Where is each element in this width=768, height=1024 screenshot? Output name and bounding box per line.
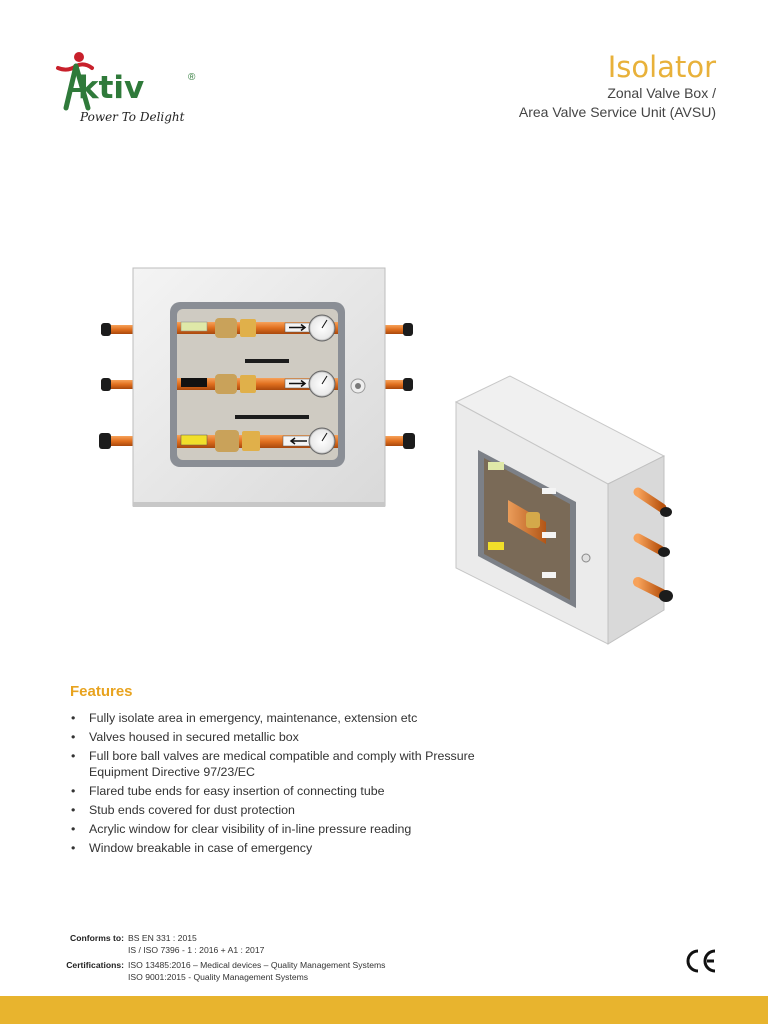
certification-value: ISO 13485:2016 – Medical devices – Quali… bbox=[128, 960, 386, 970]
list-item: •Flared tube ends for easy insertion of … bbox=[71, 784, 385, 798]
standards-footer: Conforms to: BS EN 331 : 2015 IS / ISO 7… bbox=[58, 933, 385, 987]
header-title-block: Isolator Zonal Valve Box / Area Valve Se… bbox=[519, 50, 716, 122]
features-list: •Fully isolate area in emergency, mainte… bbox=[70, 710, 530, 859]
list-item: •Window breakable in case of emergency bbox=[71, 841, 313, 855]
certifications-row: Certifications: ISO 13485:2016 – Medical… bbox=[58, 960, 385, 983]
iso-pipe-stubs bbox=[633, 487, 673, 602]
page-subtitle-line1: Zonal Valve Box / bbox=[607, 85, 716, 101]
ce-mark-icon bbox=[686, 949, 716, 973]
conforms-value: IS / ISO 7396 - 1 : 2016 + A1 : 2017 bbox=[128, 944, 265, 955]
list-item: •Stub ends covered for dust protection bbox=[71, 803, 295, 817]
bullet: • bbox=[71, 784, 76, 798]
brand-tagline: Power To Delight bbox=[80, 110, 185, 124]
footer-accent-bar bbox=[0, 996, 768, 1024]
bullet: • bbox=[71, 730, 76, 744]
list-item: •Valves housed in secured metallic box bbox=[71, 730, 299, 744]
certifications-label: Certifications: bbox=[66, 960, 124, 970]
conforms-value: BS EN 331 : 2015 bbox=[128, 933, 197, 943]
bullet: • bbox=[71, 803, 76, 817]
page-title: Isolator bbox=[607, 50, 716, 84]
brand-name: ktiv bbox=[78, 70, 145, 106]
conforms-label: Conforms to: bbox=[70, 933, 124, 943]
bullet: • bbox=[71, 822, 76, 836]
bullet: • bbox=[71, 711, 76, 725]
list-item: •Fully isolate area in emergency, mainte… bbox=[71, 711, 418, 725]
external-pipe-stubs bbox=[99, 323, 415, 449]
valve-box-angled-image bbox=[454, 375, 673, 645]
registered-mark: ® bbox=[188, 72, 196, 83]
valve-row-oxygen bbox=[177, 314, 338, 342]
valve-box-front-image bbox=[99, 267, 415, 507]
bullet: • bbox=[71, 841, 76, 855]
page-subtitle-line2: Area Valve Service Unit (AVSU) bbox=[518, 104, 716, 120]
conforms-row: Conforms to: BS EN 331 : 2015 IS / ISO 7… bbox=[58, 933, 385, 956]
running-figure-logo-icon bbox=[56, 52, 94, 111]
list-item: •Acrylic window for clear visibility of … bbox=[71, 822, 412, 836]
list-item: •Full bore ball valves are medical compa… bbox=[71, 749, 475, 779]
valve-row-medical-air bbox=[177, 359, 338, 398]
features-heading: Features bbox=[70, 683, 133, 700]
certification-value: ISO 9001:2015 - Quality Management Syste… bbox=[128, 971, 309, 982]
brand-logo: ktiv ® Power To Delight bbox=[52, 50, 202, 130]
bullet: • bbox=[71, 749, 76, 763]
valve-row-vacuum bbox=[177, 415, 338, 455]
